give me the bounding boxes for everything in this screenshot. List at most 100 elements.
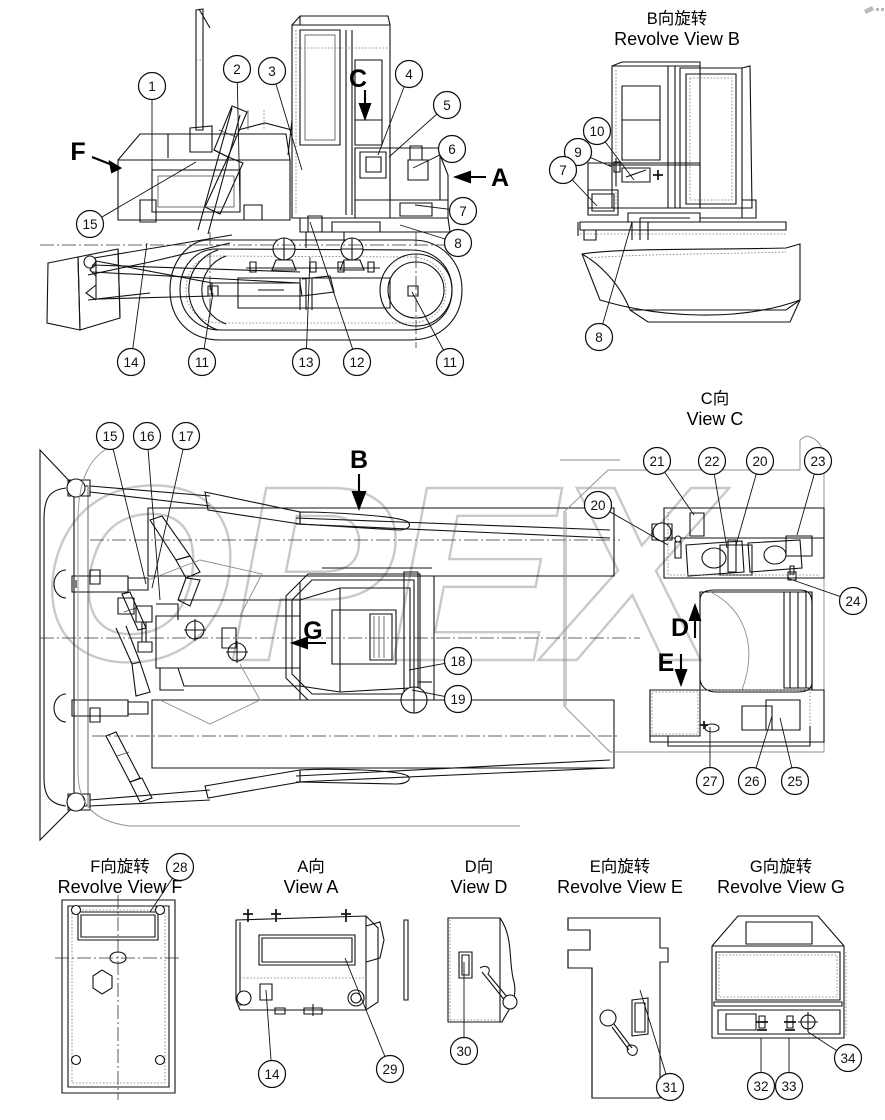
plan-pivot (400, 686, 428, 714)
callout-number: 8 (454, 236, 462, 251)
callout-leader (571, 179, 598, 207)
section-marker-E: E (658, 649, 688, 688)
callout-leader (779, 717, 793, 768)
caption-revolve-e-cn: E向旋转 (589, 858, 651, 876)
callout-number: 13 (298, 355, 313, 370)
callout-6: 6 (412, 134, 467, 169)
callout-bubble (443, 646, 473, 676)
callout-number: 9 (574, 145, 582, 160)
callout-bubble (448, 196, 478, 226)
callout-number: 17 (178, 429, 193, 444)
callout-28: 28 (149, 852, 195, 913)
callout-leader (236, 82, 241, 206)
section-marker-B: B (350, 446, 368, 511)
plan-lift-cylinders (105, 515, 201, 803)
callout-14: 14 (257, 989, 287, 1089)
callout-number: 12 (349, 355, 364, 370)
callout-leader (609, 511, 669, 546)
track-roller-a (271, 237, 297, 271)
callout-32: 32 (746, 1038, 776, 1101)
callout-number: 24 (845, 594, 861, 609)
callout-leader (151, 449, 184, 589)
caption-revolve-f-cn: F向旋转 (90, 858, 150, 876)
callout-leader (411, 689, 445, 697)
callout-bubble (342, 347, 372, 377)
marker-label-D: D (671, 614, 689, 642)
callout-leader (755, 715, 773, 769)
callout-bubble (780, 766, 810, 796)
callout-number: 8 (595, 330, 603, 345)
callout-20: 20 (583, 490, 669, 546)
callout-11: 11 (187, 292, 217, 377)
callout-number: 34 (840, 1051, 856, 1066)
callout-bubble (737, 766, 767, 796)
callout-bubble (291, 347, 321, 377)
callout-7: 7 (548, 155, 598, 207)
callout-13: 13 (291, 256, 321, 377)
plan-outline-gray (77, 443, 620, 827)
callout-leader (203, 292, 214, 349)
crosshair-a (184, 619, 206, 641)
callout-bubble (437, 134, 467, 164)
callout-bubble (803, 446, 833, 476)
callout-number: 14 (123, 355, 139, 370)
callout-19: 19 (411, 684, 473, 714)
callout-bubble (394, 59, 424, 89)
callout-number: 11 (195, 355, 209, 370)
callout-bubble (116, 347, 146, 377)
view-a-drawing (235, 909, 409, 1016)
callout-number: 30 (456, 1044, 471, 1059)
callout-bubble (548, 155, 578, 185)
callout-bubble (746, 1071, 776, 1101)
callout-number: 26 (744, 774, 759, 789)
callout-leader (306, 256, 311, 349)
callout-bubble (257, 1059, 287, 1089)
callout-number: 3 (268, 64, 276, 79)
callout-leader (786, 577, 841, 597)
callout-leader (590, 157, 613, 168)
view-c-lower-panel (649, 689, 825, 747)
revolve-f-drawing (55, 895, 182, 1100)
callout-bubble (132, 421, 162, 451)
callout-number: 19 (450, 692, 465, 707)
callout-leader (602, 221, 633, 325)
callout-bubble (695, 766, 725, 796)
callout-number: 20 (590, 498, 605, 513)
terminal-34 (798, 1012, 818, 1032)
caption-view-a: A向 View A (256, 858, 366, 897)
marker-label-E: E (658, 649, 675, 677)
callout-number: 15 (82, 217, 97, 232)
marker-label-A: A (491, 164, 509, 192)
caption-revolve-b-en: Revolve View B (614, 28, 740, 49)
callout-number: 7 (459, 204, 467, 219)
callout-leader (639, 989, 667, 1075)
caption-revolve-b: B向旋转 Revolve View B (592, 10, 762, 49)
callout-bubble (165, 852, 195, 882)
callout-bubble (838, 586, 868, 616)
callout-number: 1 (148, 79, 156, 94)
callout-18: 18 (408, 646, 473, 676)
callout-23: 23 (796, 446, 833, 536)
callout-bubble (171, 421, 201, 451)
callout-number: 31 (662, 1080, 677, 1095)
callout-number: 6 (448, 142, 456, 157)
callout-bubble (435, 347, 465, 377)
callout-bubble (75, 209, 105, 239)
callout-bubble (443, 684, 473, 714)
marker-label-C: C (349, 65, 367, 93)
section-marker-A: A (452, 164, 509, 192)
caption-revolve-g-en: Revolve View G (717, 876, 845, 897)
callout-bubble (583, 490, 613, 520)
view-c-outline (563, 435, 825, 753)
section-marker-D: D (671, 602, 702, 642)
callout-20: 20 (735, 446, 775, 546)
callout-number: 14 (264, 1067, 280, 1082)
callout-leader (796, 473, 815, 536)
callout-number: 18 (450, 654, 465, 669)
chassis-body (117, 110, 293, 223)
callout-bubble (774, 1071, 804, 1101)
caption-revolve-f: F向旋转 Revolve View F (35, 858, 205, 897)
view-b-deck (577, 158, 787, 241)
callout-22: 22 (697, 446, 728, 549)
